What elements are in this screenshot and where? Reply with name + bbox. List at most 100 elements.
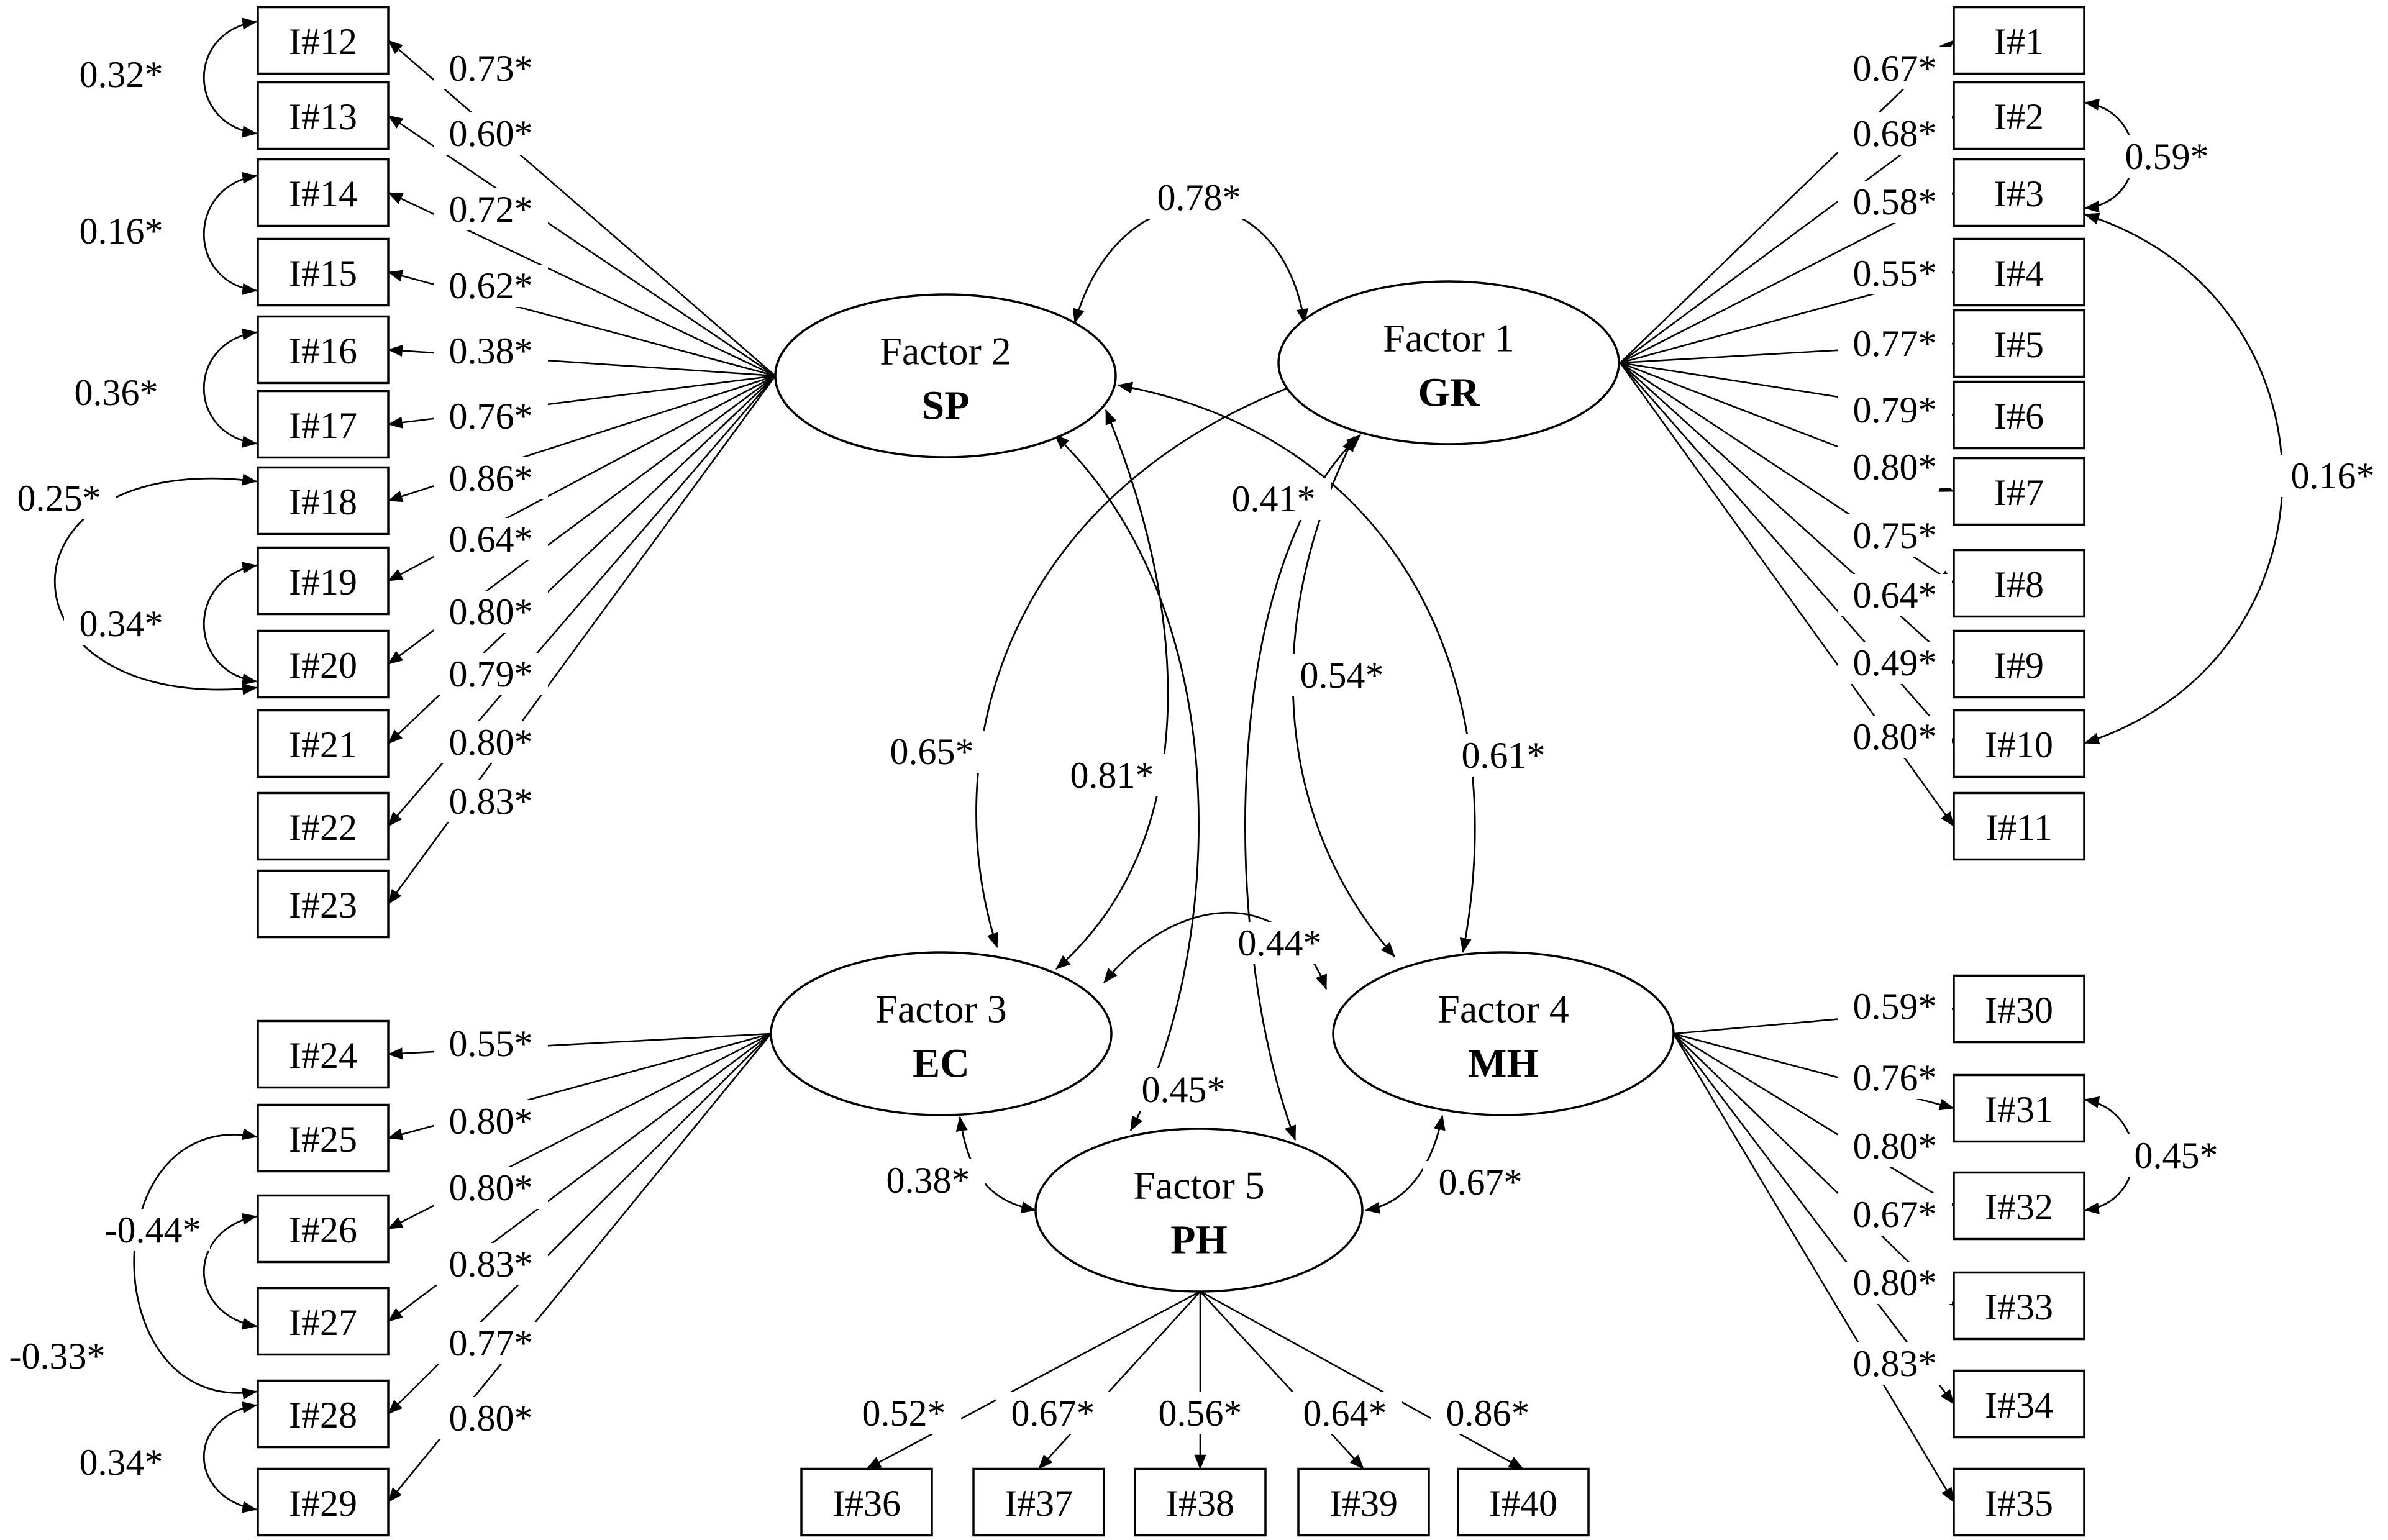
- loading-label-bg: [1838, 1262, 1952, 1304]
- correlation-label-f1-f3: 0.65*: [890, 731, 974, 772]
- item-i37: I#37: [972, 1467, 1105, 1537]
- item-i18: I#18: [257, 466, 390, 535]
- item-box: [1953, 1271, 2085, 1341]
- item-box: [257, 237, 390, 307]
- loading-path-i34: [1672, 1033, 1955, 1405]
- item-label: I#8: [1994, 564, 2044, 605]
- item-i13: I#13: [257, 81, 390, 150]
- correlation-label-bg: [1142, 176, 1256, 219]
- item-label: I#18: [289, 481, 357, 522]
- item-box: [1134, 1467, 1267, 1537]
- factor-name: Factor 5: [1133, 1164, 1265, 1208]
- correlation-arrow-f3-f5: [955, 1116, 1037, 1214]
- item-i26: I#26: [257, 1194, 390, 1264]
- factor-abbr: MH: [1468, 1041, 1539, 1087]
- item-label: I#24: [289, 1035, 357, 1076]
- covariance-label-bg: [59, 371, 173, 414]
- factor-f3: Factor 3EC: [770, 951, 1113, 1116]
- item-box: [1953, 974, 2085, 1044]
- item-label: I#36: [832, 1483, 901, 1524]
- correlation-arrow-f4-f5: [1364, 1114, 1446, 1214]
- loading-label-bg: [434, 518, 548, 560]
- correlation-label-bg: [1446, 734, 1561, 777]
- loading-label-bg: [1838, 322, 1952, 365]
- item-box: [257, 791, 390, 861]
- item-label: I#38: [1166, 1483, 1234, 1524]
- correlation-label-f2-f4: 0.61*: [1462, 735, 1546, 776]
- covariance-label-bg: [64, 53, 178, 96]
- item-i16: I#16: [257, 315, 390, 385]
- error-covariance-i26-i27: [203, 1213, 258, 1330]
- item-box: [1457, 1467, 1590, 1537]
- loading-path-i1: [1620, 40, 1954, 363]
- loading-label-bg: [434, 1100, 548, 1142]
- loading-path-i37: [1038, 1291, 1201, 1470]
- factor-abbr: PH: [1170, 1218, 1228, 1263]
- correlation-arrow-f1-f3: [975, 381, 1305, 949]
- covariance-label-bg: [96, 1209, 210, 1251]
- item-label: I#34: [1985, 1385, 2053, 1426]
- item-label: I#7: [1994, 472, 2044, 513]
- loading-label-i39: 0.64*: [1303, 1393, 1387, 1434]
- loading-label-i40: 0.86*: [1446, 1393, 1530, 1434]
- item-box: [1953, 549, 2085, 618]
- loading-label-bg: [434, 1397, 548, 1439]
- loading-label-i7: 0.80*: [1853, 447, 1937, 488]
- loading-label-i8: 0.75*: [1853, 515, 1937, 556]
- loading-path-i13: [388, 114, 776, 377]
- item-i38: I#38: [1134, 1467, 1267, 1537]
- item-label: I#20: [289, 645, 357, 686]
- error-covariance-i19-i20: [203, 562, 258, 686]
- item-i25: I#25: [257, 1103, 390, 1173]
- correlation-label-f2-f5: 0.45*: [1142, 1069, 1226, 1110]
- item-label: I#13: [289, 96, 357, 137]
- loading-path-i12: [388, 40, 776, 376]
- loading-label-bg: [1838, 1125, 1952, 1167]
- item-i31: I#31: [1953, 1073, 2085, 1143]
- covariance-label-bg: [2119, 1134, 2233, 1177]
- covariance-label-i16-i17: 0.36*: [75, 372, 158, 413]
- loading-label-i14: 0.72*: [449, 189, 533, 230]
- item-box: [257, 1467, 390, 1537]
- item-i36: I#36: [800, 1467, 933, 1537]
- item-box: [257, 546, 390, 616]
- factor-ellipse: [1277, 280, 1620, 445]
- correlation-arrow-f2-f4: [1117, 381, 1476, 954]
- loading-path-i23: [387, 375, 777, 904]
- factor-ellipse: [770, 951, 1113, 1116]
- item-label: I#40: [1489, 1483, 1557, 1524]
- item-i5: I#5: [1953, 309, 2085, 378]
- correlation-label-bg: [1423, 1161, 1538, 1203]
- loading-label-bg: [1288, 1392, 1402, 1434]
- item-box: [1297, 1467, 1430, 1537]
- loading-path-i39: [1200, 1291, 1364, 1470]
- item-box: [1953, 457, 2085, 526]
- loading-label-bg: [1838, 1057, 1952, 1099]
- item-label: I#35: [1985, 1483, 2053, 1524]
- error-covariance-i12-i13: [203, 17, 258, 138]
- item-label: I#23: [289, 885, 357, 926]
- loading-label-i13: 0.60*: [449, 113, 533, 154]
- item-label: I#32: [1985, 1187, 2053, 1228]
- item-label: I#2: [1994, 96, 2044, 137]
- item-label: I#16: [289, 330, 357, 371]
- item-label: I#12: [289, 21, 357, 62]
- loading-label-i16: 0.38*: [449, 330, 533, 371]
- item-box: [1953, 1073, 2085, 1143]
- loading-label-i19: 0.64*: [449, 519, 533, 560]
- loading-label-i23: 0.83*: [449, 781, 533, 822]
- loading-label-bg: [434, 330, 548, 372]
- item-i12: I#12: [257, 6, 390, 75]
- loading-label-i33: 0.67*: [1853, 1194, 1937, 1235]
- loading-label-bg: [1838, 112, 1952, 155]
- item-i23: I#23: [257, 869, 390, 939]
- covariance-label-i28-i29: 0.34*: [80, 1442, 163, 1483]
- item-label: I#4: [1994, 253, 2044, 294]
- item-label: I#5: [1994, 324, 2044, 365]
- covariance-label-bg: [0, 1335, 114, 1377]
- loading-label-bg: [1838, 574, 1952, 616]
- loading-label-bg: [434, 653, 548, 695]
- loading-label-bg: [1838, 1193, 1952, 1236]
- loading-label-bg: [1838, 446, 1952, 488]
